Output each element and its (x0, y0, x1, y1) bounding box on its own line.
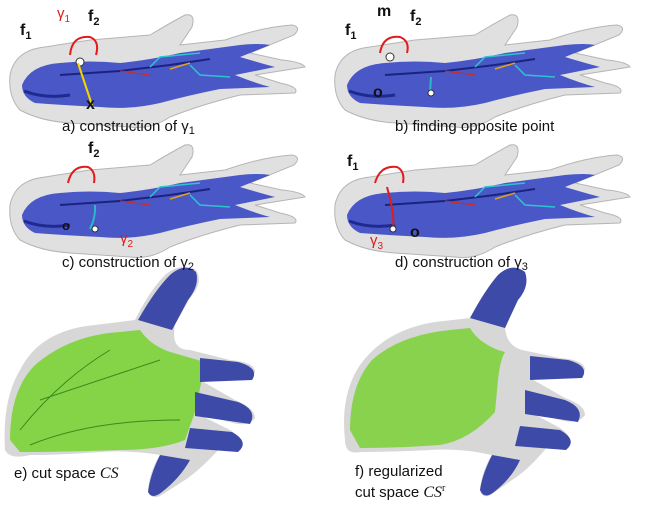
panel-c-hand (10, 145, 305, 258)
label-gamma2-c: γ2 (120, 230, 133, 250)
label-o-c: o (62, 218, 70, 233)
label-o-b: o (373, 84, 383, 102)
label-f2-a: f2 (88, 8, 99, 28)
caption-a: a) construction of γ1 (62, 118, 195, 137)
caption-c: c) construction of γ2 (62, 254, 194, 273)
label-f1-d: f1 (347, 153, 358, 173)
label-f1-b: f1 (345, 22, 356, 42)
panel-e-hand (5, 267, 255, 497)
caption-b: b) finding opposite point (395, 118, 554, 135)
label-f2-c: f2 (88, 140, 99, 160)
label-gamma1-a: γ1 (57, 5, 70, 25)
label-f1-a: f1 (20, 22, 31, 42)
panel-b-hand (335, 15, 630, 128)
label-o-d: o (410, 224, 420, 242)
label-f2-b: f2 (410, 8, 421, 28)
caption-d: d) construction of γ3 (395, 254, 528, 273)
label-m-b: m (377, 3, 391, 21)
caption-e: e) cut space CS (14, 465, 119, 483)
panel-a-hand (10, 15, 305, 128)
caption-f: f) regularized cut space CSr (355, 463, 445, 501)
label-gamma3-d: γ3 (370, 232, 383, 252)
label-x-a: x (86, 96, 95, 114)
panel-f-hand (344, 268, 585, 497)
